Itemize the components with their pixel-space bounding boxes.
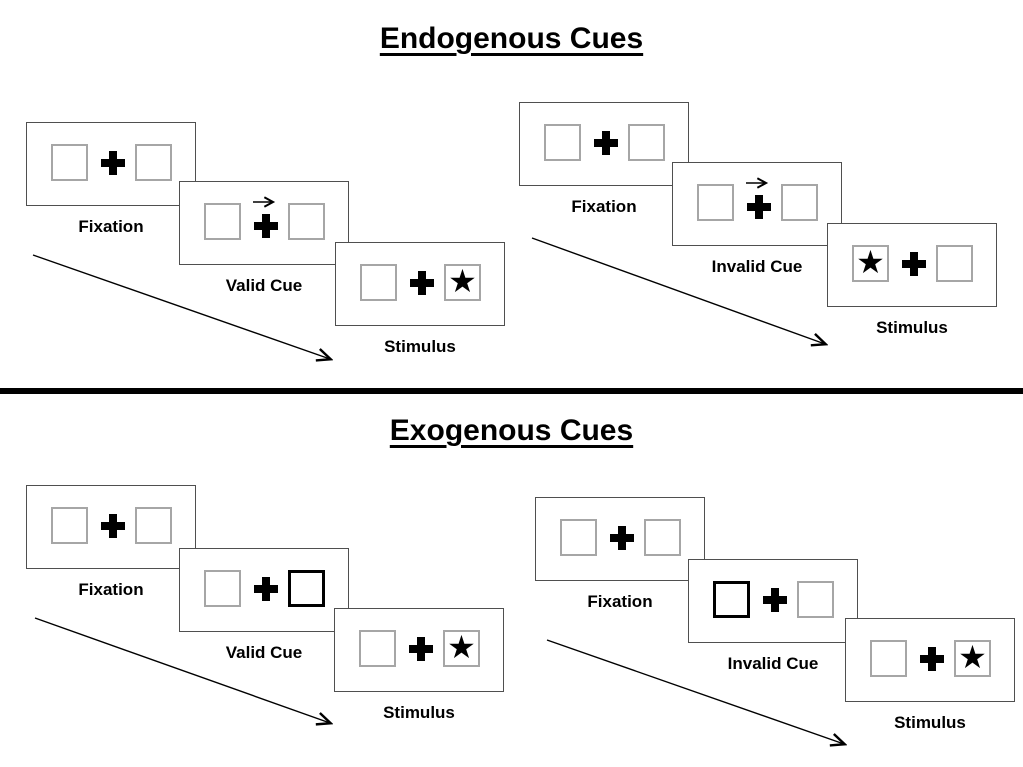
section-divider xyxy=(0,388,1023,394)
fixation-cross-icon xyxy=(409,637,433,661)
right-box: ★ xyxy=(443,630,480,667)
star-icon: ★ xyxy=(856,243,885,281)
panel-label: Stimulus xyxy=(876,318,948,337)
fixation-cross-icon xyxy=(594,131,618,155)
stimulus-panel: ★ xyxy=(827,223,997,307)
right-box xyxy=(936,245,973,282)
fixation-cross-icon xyxy=(902,252,926,276)
stimulus-panel: ★ xyxy=(845,618,1015,702)
invalid-cue-panel xyxy=(672,162,842,246)
right-box xyxy=(644,519,681,556)
timeline-arrow-endogenous-invalid xyxy=(531,237,825,344)
right-box xyxy=(288,203,325,240)
panel-label: Stimulus xyxy=(384,337,456,356)
invalid-cue-panel xyxy=(688,559,858,643)
panel-label: Fixation xyxy=(78,217,144,236)
panel-label: Fixation xyxy=(571,197,637,216)
left-box xyxy=(560,519,597,556)
star-icon: ★ xyxy=(448,262,477,300)
panel-label: Stimulus xyxy=(894,713,966,732)
fixation-cross-icon xyxy=(101,151,125,175)
left-box xyxy=(870,640,907,677)
fixation-cross-icon xyxy=(920,647,944,671)
fixation-cross-icon xyxy=(610,526,634,550)
left-box xyxy=(697,184,734,221)
left-box xyxy=(359,630,396,667)
panel-label: Valid Cue xyxy=(225,643,303,662)
stimulus-panel: ★ xyxy=(334,608,504,692)
left-box xyxy=(204,203,241,240)
left-box xyxy=(204,570,241,607)
right-box xyxy=(628,124,665,161)
panel-label: Fixation xyxy=(587,592,653,611)
fixation-cross-icon xyxy=(101,514,125,538)
fixation-cross-icon xyxy=(747,195,771,219)
valid-cue-panel xyxy=(179,548,349,632)
panel-label: Invalid Cue xyxy=(711,257,803,276)
panel-label: Valid Cue xyxy=(225,276,303,295)
panel-label: Invalid Cue xyxy=(727,654,819,673)
left-box xyxy=(360,264,397,301)
highlighted-cue-box xyxy=(713,581,750,618)
timeline-arrow-exogenous-valid xyxy=(34,617,330,723)
star-icon: ★ xyxy=(447,628,476,666)
fixation-panel xyxy=(26,122,196,206)
left-box: ★ xyxy=(852,245,889,282)
stimulus-panel: ★ xyxy=(335,242,505,326)
timeline-arrow-endogenous-valid xyxy=(32,254,330,359)
right-box: ★ xyxy=(444,264,481,301)
section-title-exogenous: Exogenous Cues xyxy=(389,414,634,447)
fixation-cross-icon xyxy=(410,271,434,295)
cue-direction-arrow-icon xyxy=(253,196,276,208)
right-box xyxy=(135,144,172,181)
cue-direction-arrow-icon xyxy=(746,177,769,189)
section-title-endogenous: Endogenous Cues xyxy=(379,22,644,55)
fixation-panel xyxy=(26,485,196,569)
fixation-cross-icon xyxy=(254,214,278,238)
highlighted-cue-box xyxy=(288,570,325,607)
right-box: ★ xyxy=(954,640,991,677)
star-icon: ★ xyxy=(958,638,987,676)
left-box xyxy=(51,507,88,544)
fixation-cross-icon xyxy=(254,577,278,601)
right-box xyxy=(135,507,172,544)
fixation-cross-icon xyxy=(763,588,787,612)
panel-label: Stimulus xyxy=(383,703,455,722)
left-box xyxy=(544,124,581,161)
panel-label: Fixation xyxy=(78,580,144,599)
fixation-panel xyxy=(519,102,689,186)
left-box xyxy=(51,144,88,181)
right-box xyxy=(797,581,834,618)
right-box xyxy=(781,184,818,221)
valid-cue-panel xyxy=(179,181,349,265)
fixation-panel xyxy=(535,497,705,581)
